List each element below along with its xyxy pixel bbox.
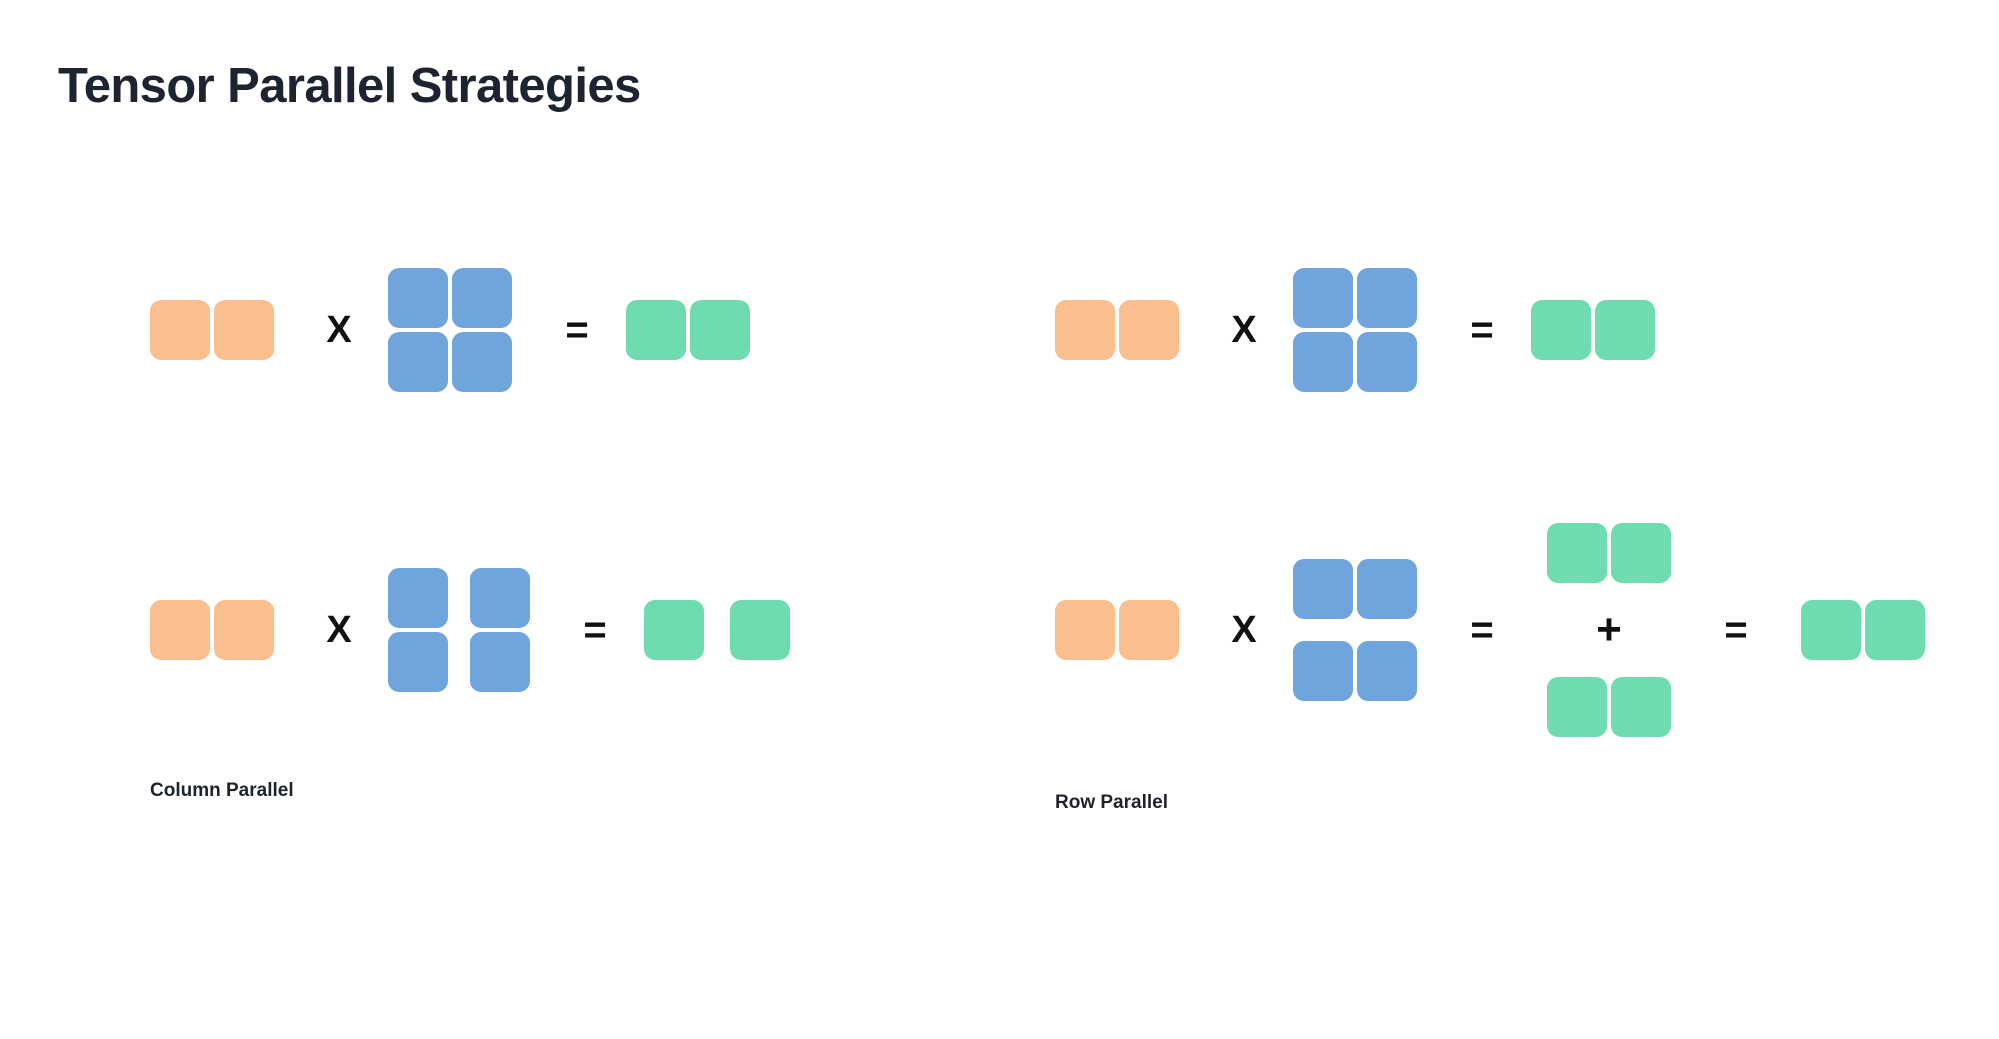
input-activations-matrix xyxy=(1055,600,1179,660)
weight-tile xyxy=(1357,268,1417,328)
matrix-row xyxy=(1531,300,1655,360)
output-shard-tile xyxy=(730,600,790,660)
equation-row-parallel-unsharded: X = xyxy=(1055,268,1655,392)
input-activations-matrix xyxy=(1055,300,1179,360)
weight-matrix-row-sharded xyxy=(1293,559,1417,701)
matrix-row xyxy=(150,300,274,360)
multiply-operator: X xyxy=(1231,309,1257,351)
weight-tile xyxy=(1357,332,1417,392)
matrix-row xyxy=(1055,600,1179,660)
equals-operator: = xyxy=(1470,308,1494,352)
partial-output-tile xyxy=(1611,523,1671,583)
multiply-operator: X xyxy=(326,609,352,651)
input-tile xyxy=(214,300,274,360)
equals-operator: = xyxy=(1724,608,1748,652)
matrix-row xyxy=(626,300,750,360)
panel-row-parallel: X = xyxy=(1055,268,1975,890)
weight-tile xyxy=(1293,559,1353,619)
input-tile xyxy=(150,600,210,660)
weight-tile xyxy=(1357,641,1417,701)
matrix-row xyxy=(388,332,512,392)
weight-matrix-column-sharded xyxy=(388,568,530,692)
weight-matrix xyxy=(1293,268,1417,392)
output-matrix-reduced xyxy=(1801,600,1925,660)
output-shard-tile xyxy=(644,600,704,660)
equals-operator: = xyxy=(583,608,607,652)
partial-output-matrix xyxy=(1547,523,1671,583)
equals-operator: = xyxy=(565,308,589,352)
output-tile xyxy=(690,300,750,360)
page-title: Tensor Parallel Strategies xyxy=(58,59,641,113)
output-matrix-column-sharded xyxy=(644,600,790,660)
weight-tile xyxy=(388,332,448,392)
matrix-row xyxy=(150,600,274,660)
weight-shard xyxy=(388,568,448,692)
output-matrix xyxy=(1531,300,1655,360)
input-tile xyxy=(150,300,210,360)
output-tile xyxy=(626,300,686,360)
matrix-row xyxy=(388,268,512,328)
weight-tile xyxy=(1293,641,1353,701)
panel-column-parallel: X = xyxy=(150,268,1010,890)
weight-tile xyxy=(452,268,512,328)
matrix-row xyxy=(1293,268,1417,328)
caption-row-parallel: Row Parallel xyxy=(1055,792,1168,813)
matrix-row xyxy=(1801,600,1925,660)
equation-column-parallel-unsharded: X = xyxy=(150,268,750,392)
equation-column-parallel-sharded: X = xyxy=(150,550,790,710)
weight-tile xyxy=(1293,332,1353,392)
weight-shard xyxy=(1293,559,1417,619)
weight-tile xyxy=(388,568,448,628)
output-tile xyxy=(1801,600,1861,660)
weight-tile xyxy=(388,268,448,328)
partial-output-tile xyxy=(1547,523,1607,583)
weight-tile xyxy=(470,568,530,628)
partial-output-tile xyxy=(1611,677,1671,737)
input-tile xyxy=(1119,300,1179,360)
caption-column-parallel: Column Parallel xyxy=(150,780,294,801)
output-matrix xyxy=(626,300,750,360)
weight-tile xyxy=(1293,268,1353,328)
input-tile xyxy=(1119,600,1179,660)
input-activations-matrix xyxy=(150,600,274,660)
input-tile xyxy=(1055,600,1115,660)
partial-outputs-group: + xyxy=(1547,523,1671,737)
weight-tile xyxy=(470,632,530,692)
weight-shard xyxy=(1293,641,1417,701)
output-tile xyxy=(1865,600,1925,660)
input-tile xyxy=(1055,300,1115,360)
plus-operator: + xyxy=(1596,605,1622,654)
weight-matrix xyxy=(388,268,512,392)
weight-shard xyxy=(470,568,530,692)
weight-tile xyxy=(452,332,512,392)
input-activations-matrix xyxy=(150,300,274,360)
equation-row-parallel-sharded: X = + = xyxy=(1055,523,1925,737)
output-tile xyxy=(1531,300,1591,360)
output-tile xyxy=(1595,300,1655,360)
matrix-row xyxy=(1293,332,1417,392)
equals-operator: = xyxy=(1470,608,1494,652)
multiply-operator: X xyxy=(326,309,352,351)
partial-output-tile xyxy=(1547,677,1607,737)
input-tile xyxy=(214,600,274,660)
partial-output-matrix xyxy=(1547,677,1671,737)
matrix-row xyxy=(1055,300,1179,360)
weight-tile xyxy=(388,632,448,692)
weight-tile xyxy=(1357,559,1417,619)
multiply-operator: X xyxy=(1231,609,1257,651)
